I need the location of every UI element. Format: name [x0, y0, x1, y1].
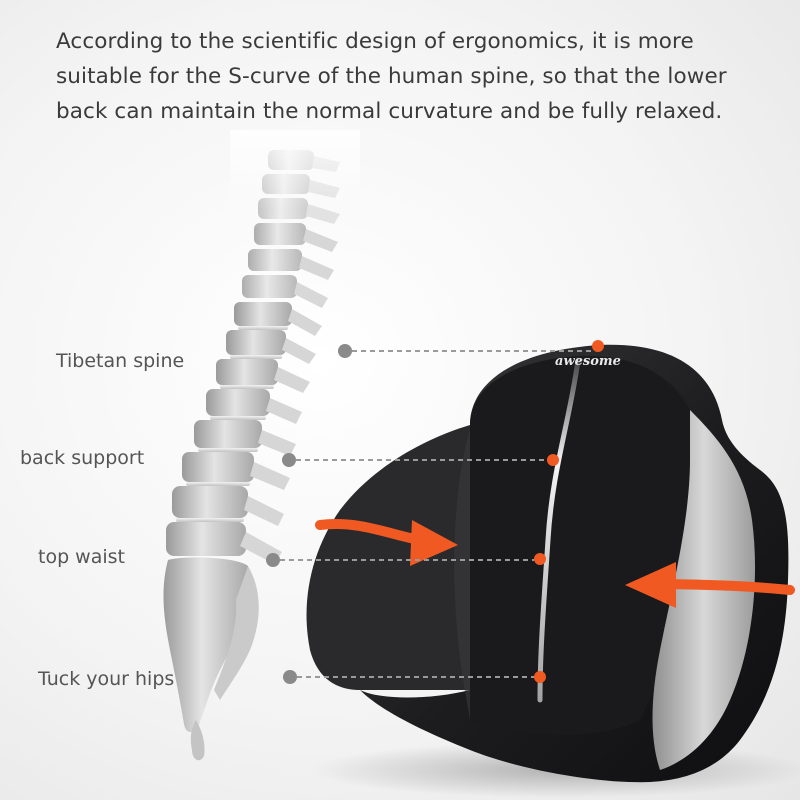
- callout-lines: [266, 344, 592, 684]
- description-line-2: suitable for the S-curve of the human sp…: [56, 64, 727, 89]
- description-line-3: back can maintain the normal curvature a…: [56, 99, 723, 124]
- marker-dot-tibetan-spine: [592, 340, 604, 352]
- marker-dot-back-support: [547, 454, 559, 466]
- description-line-1: According to the scientific design of er…: [56, 29, 694, 54]
- label-top-waist: top waist: [38, 546, 125, 568]
- label-tibetan-spine: Tibetan spine: [56, 350, 185, 372]
- label-back-support: back support: [20, 447, 145, 469]
- lumbar-cushion: awesome: [306, 340, 800, 798]
- marker-dot-top-waist: [534, 553, 546, 565]
- brand-logo: awesome: [555, 354, 621, 369]
- arrow-right-icon: [315, 519, 425, 545]
- description-text: According to the scientific design of er…: [56, 24, 756, 129]
- arrow-left-icon: [665, 579, 795, 595]
- label-tuck-hips: Tuck your hips: [38, 668, 175, 690]
- marker-dot-tuck-hips: [534, 671, 546, 683]
